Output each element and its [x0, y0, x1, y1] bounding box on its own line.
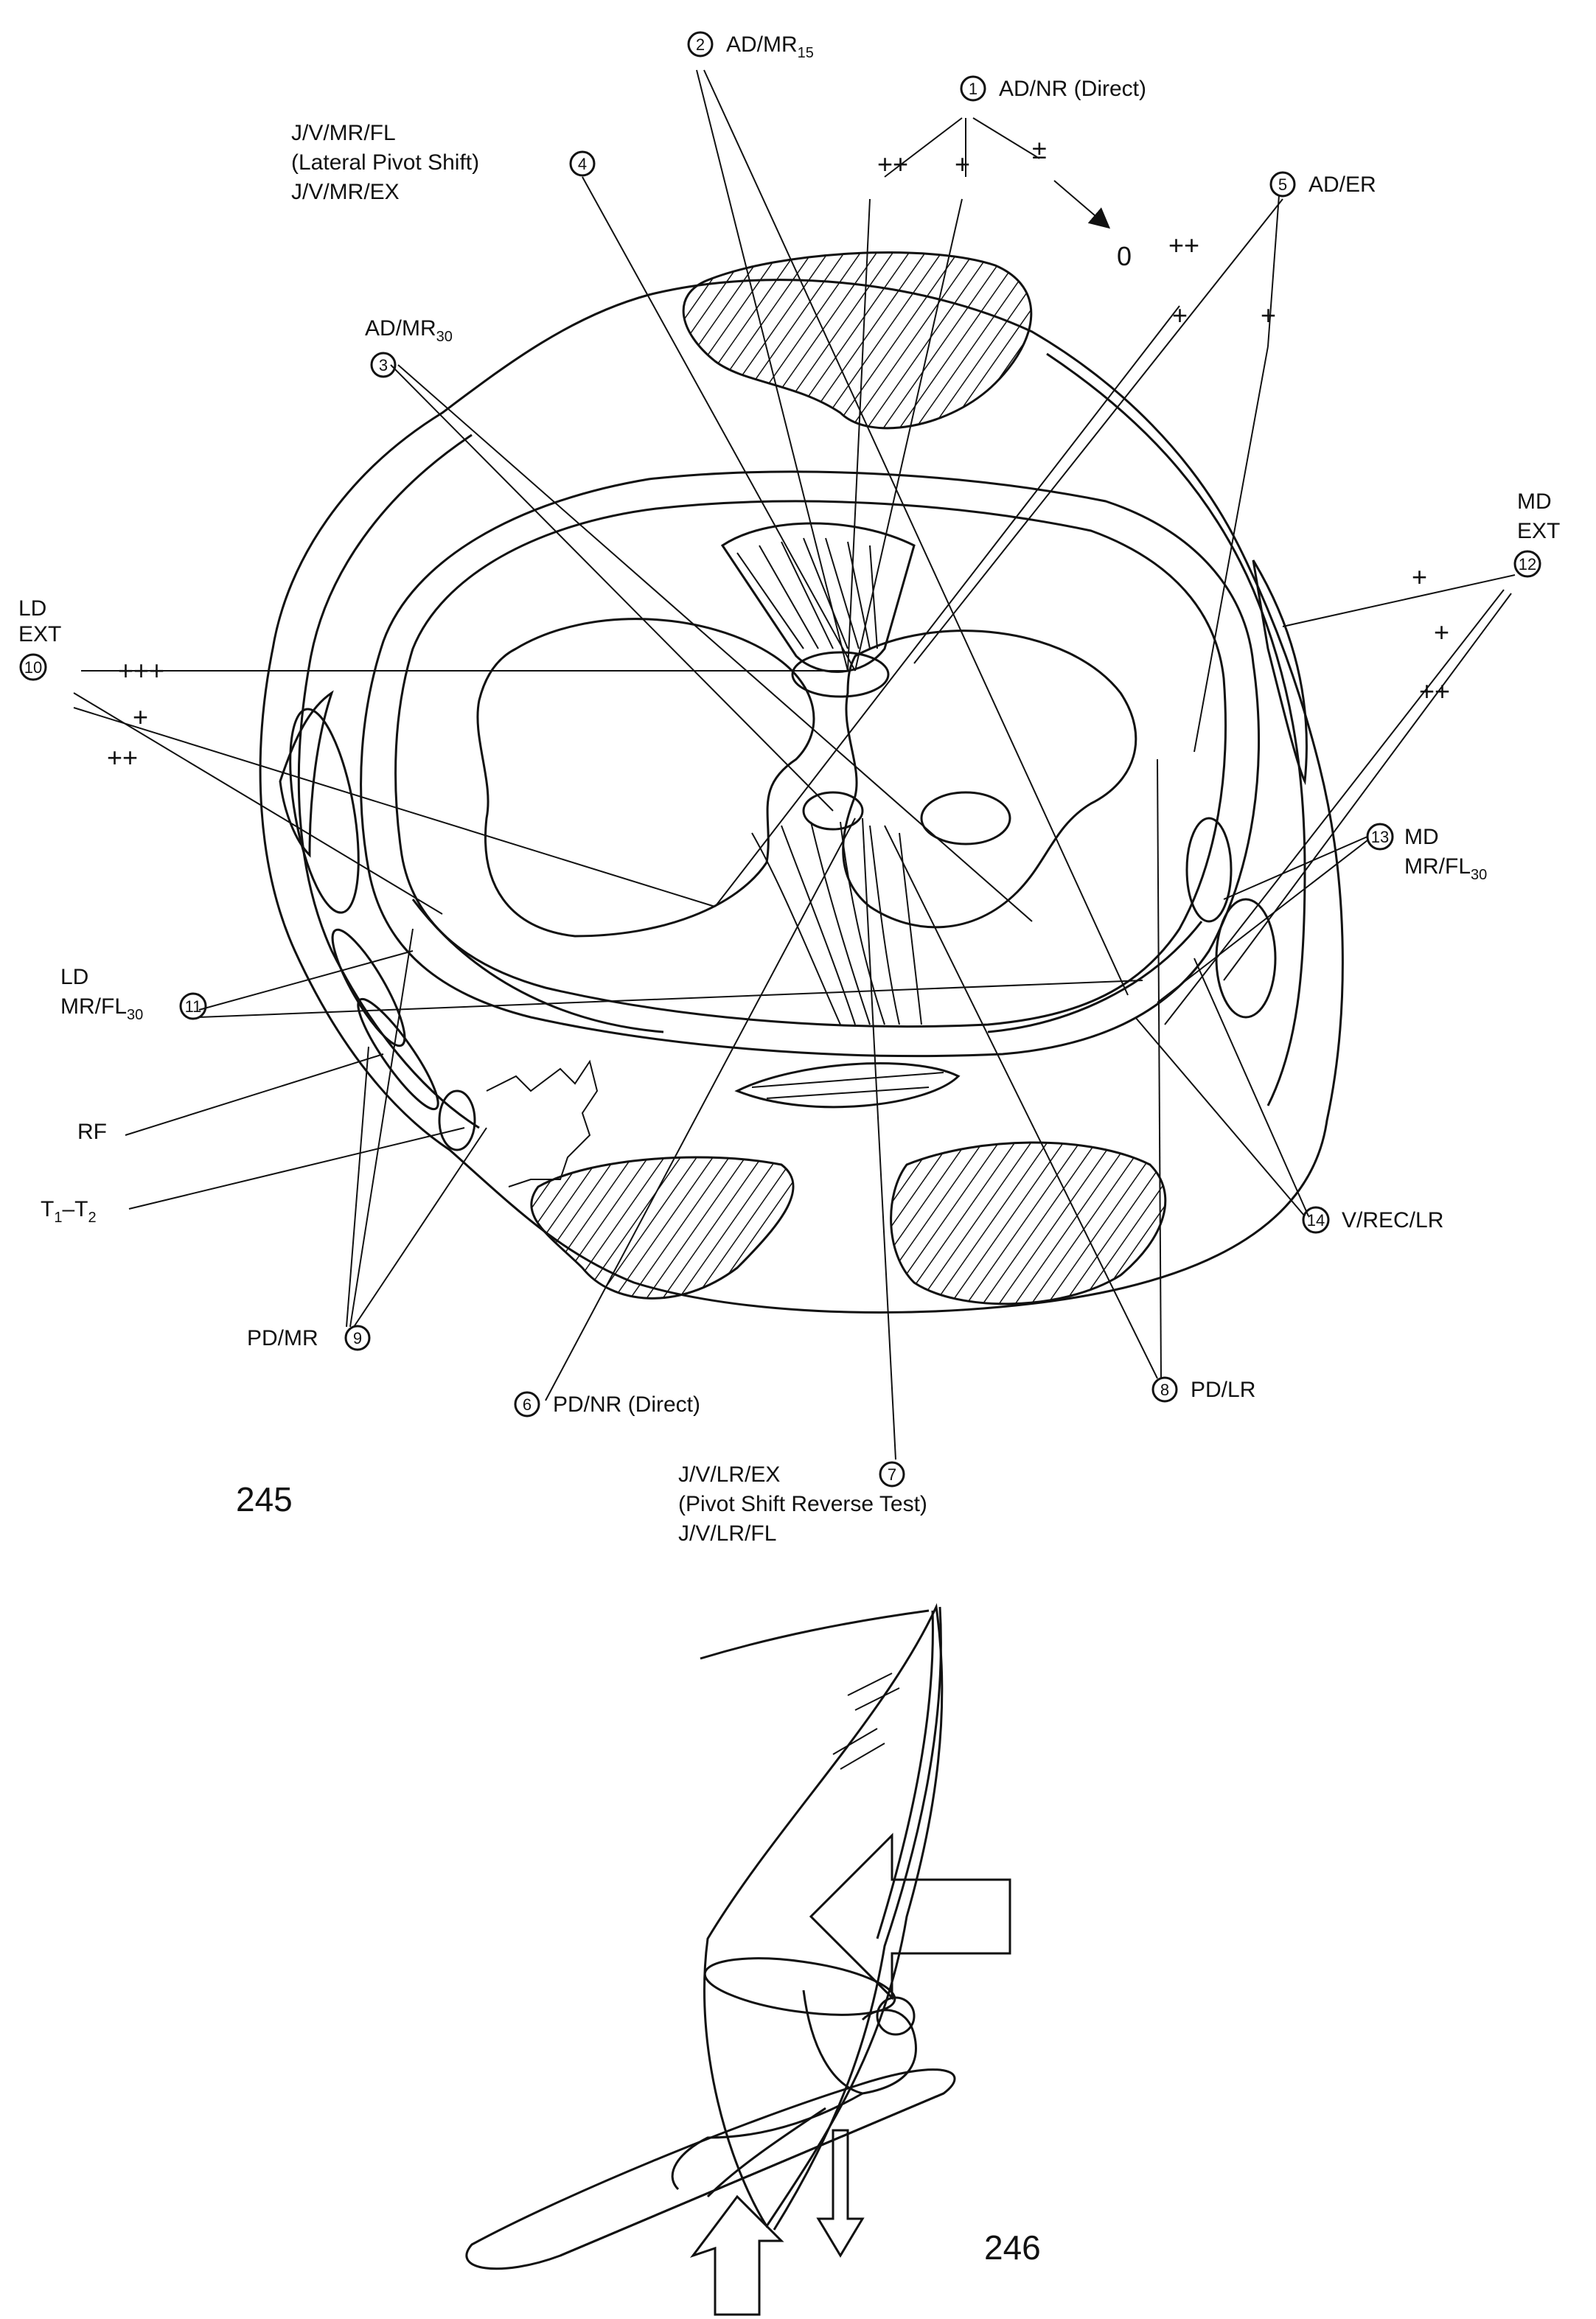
- label-line: J/V/LR/FL: [678, 1521, 776, 1546]
- patella-shape: [682, 251, 1033, 430]
- grade-symbol: ++: [877, 149, 908, 179]
- callout-circle: [1513, 550, 1541, 578]
- callout-number: 6: [523, 1395, 532, 1414]
- callout-circle: [19, 653, 47, 681]
- figure-number-246: 246: [984, 2228, 1041, 2267]
- grades-md-ext: + + ++: [1412, 562, 1450, 706]
- label-4-lateral-pivot-shift: J/V/MR/FL (Lateral Pivot Shift) J/V/MR/E…: [291, 121, 596, 204]
- leader-lines: [73, 69, 1516, 1460]
- label-text: PD/LR: [1191, 1378, 1255, 1402]
- callout-circle: [960, 75, 986, 102]
- callout-number: 2: [696, 35, 705, 54]
- label-12-md-ext: MD EXT 12: [1513, 489, 1560, 578]
- label-3-ad-mr30: AD/MR30 3: [365, 316, 453, 378]
- callout-circle: [1151, 1376, 1178, 1403]
- callout-circle: [687, 31, 714, 57]
- label-line: (Pivot Shift Reverse Test): [678, 1492, 927, 1516]
- label-t1-t2: T1–T2: [41, 1197, 97, 1226]
- label-1-ad-nr: 1 AD/NR (Direct): [960, 75, 1146, 102]
- label-13-md-mr-fl30: 13 MD MR/FL30: [1366, 823, 1487, 883]
- label-line: LD: [18, 596, 46, 621]
- label-11-ld-mr-fl30: LD MR/FL30 11: [60, 965, 207, 1023]
- knee-cross-section-illustration: [259, 251, 1344, 1314]
- grade-symbol: +: [1261, 300, 1276, 330]
- callout-number: 8: [1160, 1381, 1169, 1399]
- wind-arrow-icon: [809, 1832, 1011, 2001]
- medial-muscle-head: [890, 1141, 1167, 1305]
- label-text: MR/FL30: [60, 994, 143, 1023]
- grades-ad-nr: ++ + ± 0: [877, 134, 1132, 271]
- callout-circle: [1269, 171, 1296, 198]
- grade-symbol: +: [1172, 300, 1188, 330]
- lateral-muscle-head: [530, 1156, 795, 1300]
- grade-symbol: +: [1434, 617, 1449, 647]
- label-text: PD/MR: [247, 1326, 318, 1350]
- callout-number: 1: [969, 80, 978, 98]
- label-line: J/V/MR/FL: [291, 121, 396, 145]
- grade-symbol: ++: [1168, 230, 1199, 260]
- callout-number: 7: [888, 1465, 896, 1484]
- callout-number: 9: [353, 1329, 362, 1347]
- callout-circle: [1366, 823, 1394, 851]
- grade-symbol: ++: [1419, 676, 1450, 706]
- label-text: MR/FL30: [1404, 854, 1487, 883]
- callout-number: 10: [24, 658, 42, 677]
- label-line: (Lateral Pivot Shift): [291, 150, 479, 175]
- label-line: EXT: [18, 622, 61, 646]
- label-text: AD/ER: [1308, 172, 1376, 197]
- callout-number: 14: [1307, 1211, 1325, 1230]
- callout-circle: [879, 1461, 905, 1488]
- grades-ld-ext: +++ + ++: [107, 655, 164, 773]
- callout-number: 3: [379, 356, 388, 374]
- up-arrow-icon: [689, 2194, 784, 2316]
- label-rf: RF: [77, 1120, 107, 1144]
- label-2-ad-mr15: 2 AD/MR15: [687, 31, 814, 61]
- label-10-ld-ext: LD EXT 10: [18, 596, 61, 681]
- label-line: MD: [1517, 489, 1552, 514]
- label-14-v-rec-lr: 14 V/REC/LR: [1302, 1206, 1443, 1234]
- label-8-pd-lr: 8 PD/LR: [1151, 1376, 1255, 1403]
- grade-symbol: ±: [1032, 134, 1047, 164]
- callout-circle: [370, 352, 397, 378]
- label-text: AD/MR15: [726, 32, 814, 61]
- callout-circle: [179, 992, 207, 1020]
- callout-circle: [514, 1391, 540, 1417]
- label-text: PD/NR (Direct): [553, 1392, 700, 1417]
- callout-circle: [344, 1325, 371, 1351]
- label-text: V/REC/LR: [1342, 1208, 1443, 1232]
- grade-symbol: +: [955, 149, 970, 179]
- figure-number-245: 245: [236, 1480, 293, 1518]
- label-line: EXT: [1517, 519, 1560, 543]
- grades-ad-er: ++ + +: [1168, 230, 1276, 330]
- down-arrow-icon: [816, 2129, 865, 2258]
- label-line: J/V/LR/EX: [678, 1462, 780, 1487]
- grade-symbol: 0: [1117, 241, 1132, 271]
- callout-number: 5: [1278, 175, 1287, 194]
- label-7-pivot-shift-reverse: J/V/LR/EX 7 (Pivot Shift Reverse Test) J…: [678, 1461, 927, 1546]
- grade-symbol: +: [1412, 562, 1427, 592]
- label-6-pd-nr: 6 PD/NR (Direct): [514, 1391, 700, 1417]
- grade-symbol: +: [133, 702, 148, 732]
- label-line: J/V/MR/EX: [291, 180, 400, 204]
- grade-symbol: ++: [107, 742, 138, 773]
- windsurfer-illustration: [465, 1603, 1011, 2316]
- callout-number: 12: [1519, 555, 1536, 573]
- label-line: MD: [1404, 825, 1439, 849]
- label-text: AD/MR30: [365, 316, 453, 345]
- label-line: LD: [60, 965, 88, 989]
- callout-number: 13: [1371, 828, 1389, 846]
- label-text: AD/NR (Direct): [999, 77, 1146, 101]
- label-5-ad-er: 5 AD/ER: [1269, 171, 1376, 198]
- label-9-pd-mr: PD/MR 9: [247, 1325, 371, 1351]
- callout-number: 4: [578, 155, 587, 173]
- callout-number: 11: [185, 997, 202, 1016]
- callout-circle: [1302, 1206, 1330, 1234]
- grade-symbol: +++: [118, 655, 164, 686]
- callout-circle: [569, 150, 596, 177]
